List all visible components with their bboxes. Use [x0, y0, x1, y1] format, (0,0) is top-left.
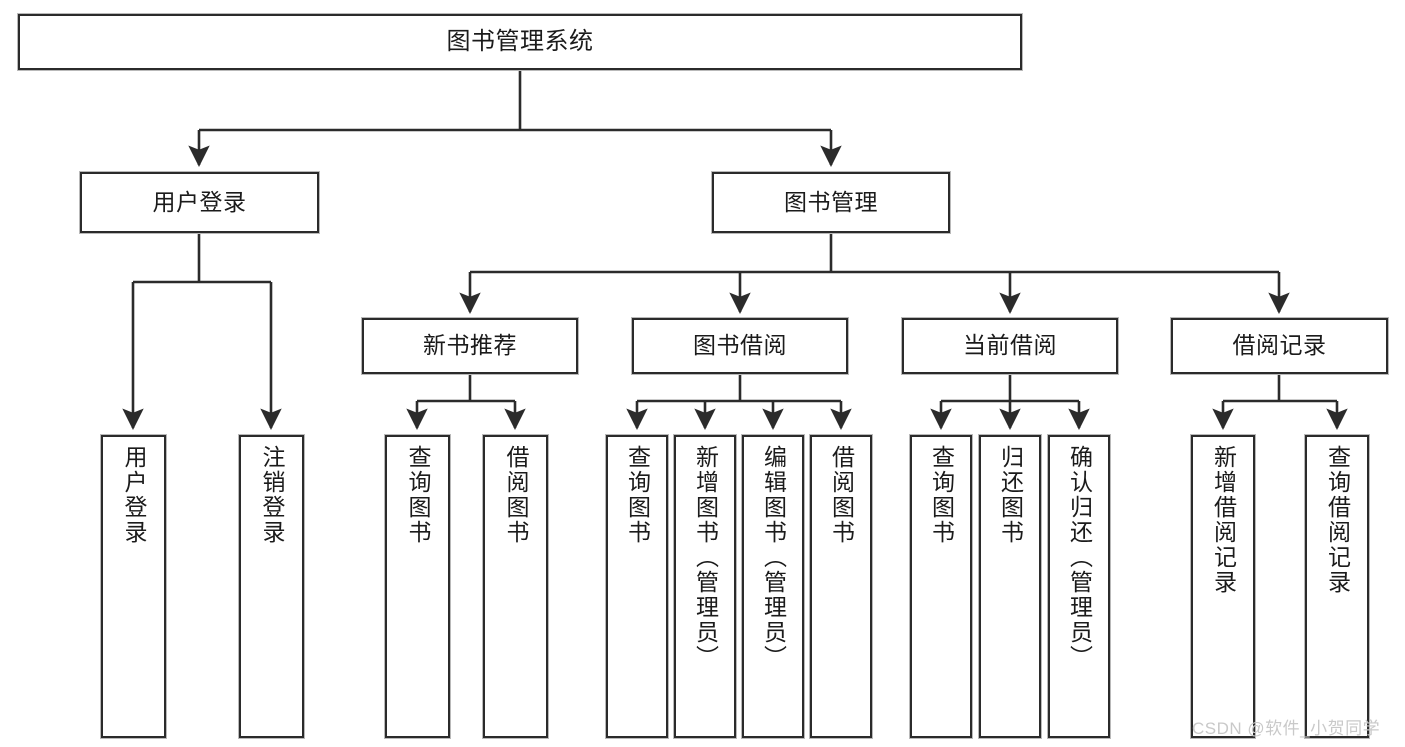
node-user-login[interactable]: 用户登录 [79, 171, 320, 234]
node-label: 图书管理系统 [446, 27, 594, 55]
node-leaf-add-borrowing-record[interactable]: 新增借阅记录 [1190, 434, 1256, 739]
node-label: 图书借阅 [693, 332, 787, 359]
node-label: 图书管理 [784, 188, 878, 215]
node-current-borrowing[interactable]: 当前借阅 [901, 317, 1119, 375]
node-label: 查询借阅记录 [1324, 445, 1351, 595]
node-label: 确认归还（管理员） [1066, 445, 1093, 670]
node-label: 新增借阅记录 [1210, 445, 1237, 595]
node-label: 归还图书 [997, 445, 1024, 545]
node-label: 借阅记录 [1232, 332, 1327, 359]
node-label: 查询图书 [624, 445, 651, 545]
node-label: 用户登录 [152, 188, 247, 215]
node-label: 新书推荐 [423, 332, 517, 359]
node-leaf-add-book-admin[interactable]: 新增图书（管理员） [673, 434, 737, 739]
node-label: 当前借阅 [963, 332, 1057, 359]
node-borrowing-records[interactable]: 借阅记录 [1170, 317, 1389, 375]
node-label: 注销登录 [259, 445, 285, 545]
node-label: 查询图书 [928, 445, 955, 545]
node-label: 借阅图书 [828, 445, 855, 545]
node-label: 查询图书 [405, 445, 431, 545]
node-leaf-confirm-return-admin[interactable]: 确认归还（管理员） [1047, 434, 1111, 739]
node-label: 用户登录 [121, 445, 147, 545]
node-leaf-query-borrowing-record[interactable]: 查询借阅记录 [1304, 434, 1370, 739]
node-leaf-logout[interactable]: 注销登录 [238, 434, 305, 739]
node-leaf-query-book-recommendation[interactable]: 查询图书 [384, 434, 451, 739]
csdn-watermark: CSDN @软件_小贺同学 [1192, 719, 1381, 738]
node-book-borrowing[interactable]: 图书借阅 [631, 317, 849, 375]
node-root-book-management-system[interactable]: 图书管理系统 [17, 13, 1023, 71]
node-leaf-query-book-borrowing[interactable]: 查询图书 [605, 434, 669, 739]
node-leaf-user-login[interactable]: 用户登录 [100, 434, 167, 739]
node-leaf-edit-book-admin[interactable]: 编辑图书（管理员） [741, 434, 805, 739]
node-leaf-borrow-book-borrowing[interactable]: 借阅图书 [809, 434, 873, 739]
node-label: 新增图书（管理员） [692, 445, 719, 670]
node-leaf-query-book-current[interactable]: 查询图书 [909, 434, 973, 739]
node-label: 借阅图书 [503, 445, 529, 545]
node-leaf-return-book[interactable]: 归还图书 [978, 434, 1042, 739]
node-book-management[interactable]: 图书管理 [711, 171, 951, 234]
node-label: 编辑图书（管理员） [760, 445, 787, 670]
node-new-book-recommendation[interactable]: 新书推荐 [361, 317, 579, 375]
node-leaf-borrow-book-recommendation[interactable]: 借阅图书 [482, 434, 549, 739]
